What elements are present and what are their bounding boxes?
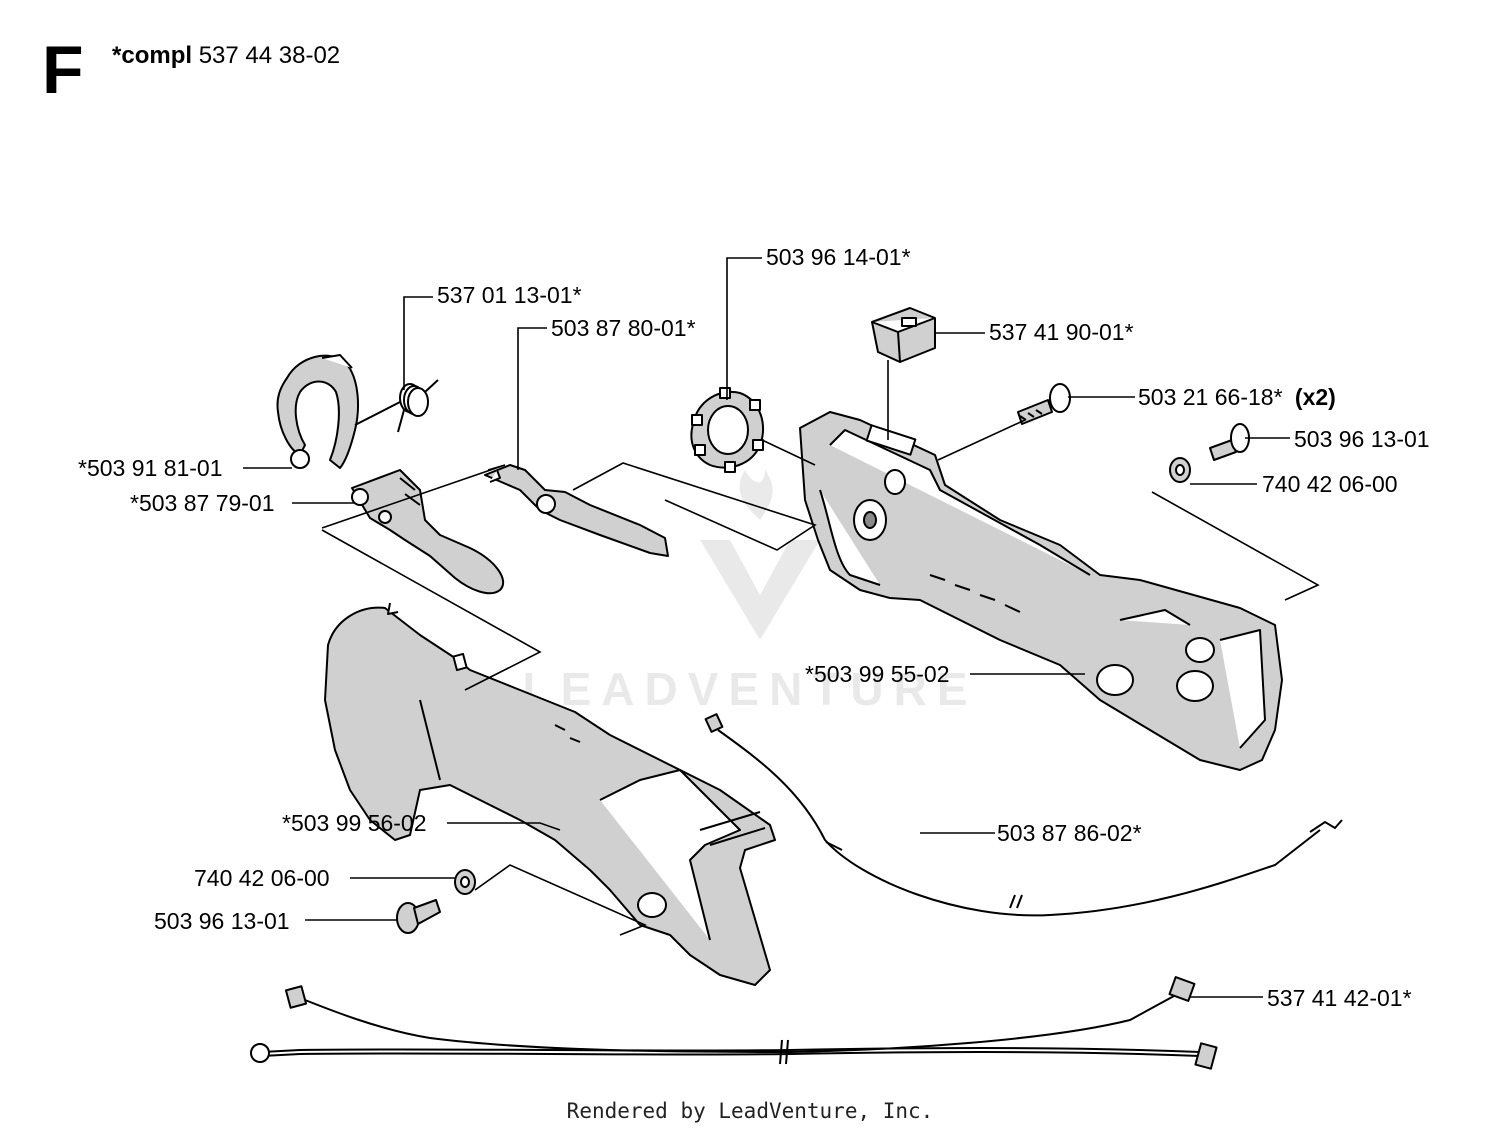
label-503-96-13-01-left[interactable]: 503 96 13-01: [154, 908, 290, 934]
assembly-part-number: 537 44 38-02: [198, 42, 341, 69]
label-503-99-55-02[interactable]: *503 99 55-02: [805, 661, 950, 687]
washer-right-part[interactable]: [1169, 457, 1191, 483]
leader-lines: [243, 257, 1320, 998]
watermark: LEADVENTURE: [522, 470, 977, 715]
ring-terminal-icon: [250, 1043, 270, 1063]
switch-part[interactable]: [871, 307, 936, 363]
label-503-87-80-01[interactable]: 503 87 80-01*: [551, 315, 696, 341]
label-503-21-66-18-group: 503 21 66-18* (x2): [1138, 384, 1336, 410]
washer-left-part[interactable]: [454, 869, 476, 895]
watermark-logo-icon: [700, 540, 820, 640]
watermark-text: LEADVENTURE: [522, 663, 977, 715]
wire-harness-part[interactable]: [250, 976, 1218, 1070]
label-qty-x2: (x2): [1295, 384, 1336, 410]
footer-credit: Rendered by LeadVenture, Inc.: [566, 1099, 934, 1123]
ring-nut-part[interactable]: [690, 387, 765, 473]
assembly-number: *compl 537 44 38-02: [112, 42, 340, 70]
bracket-hole: [290, 449, 310, 469]
label-503-96-13-01-right[interactable]: 503 96 13-01: [1294, 426, 1430, 452]
label-537-41-90-01[interactable]: 537 41 90-01*: [989, 319, 1134, 345]
bracket-part[interactable]: [276, 354, 359, 469]
handle-housing-part[interactable]: [799, 411, 1283, 771]
section-letter: F: [42, 32, 84, 108]
part-labels: 537 01 13-01* 503 87 80-01* 503 96 14-01…: [78, 244, 1430, 1011]
label-740-42-06-00-right[interactable]: 740 42 06-00: [1262, 471, 1398, 497]
label-537-41-42-01[interactable]: 537 41 42-01*: [1267, 985, 1412, 1011]
spring-part[interactable]: [354, 379, 439, 433]
throttle-trigger-part[interactable]: [351, 469, 505, 595]
lower-grip-part[interactable]: [324, 602, 776, 986]
label-537-01-13-01[interactable]: 537 01 13-01*: [437, 282, 582, 308]
throttle-cable-part[interactable]: [704, 713, 1343, 917]
label-503-96-14-01[interactable]: 503 96 14-01*: [766, 244, 911, 270]
assembly-prefix: *compl: [112, 42, 193, 69]
label-503-21-66-18[interactable]: 503 21 66-18*: [1138, 384, 1283, 410]
label-503-99-56-02[interactable]: *503 99 56-02: [282, 810, 427, 836]
screw-part[interactable]: [1017, 383, 1071, 425]
watermark-flame-icon: [739, 470, 773, 520]
screw-right-part[interactable]: [1209, 423, 1250, 461]
label-503-87-79-01[interactable]: *503 87 79-01: [130, 490, 275, 516]
label-503-87-86-02[interactable]: 503 87 86-02*: [997, 820, 1142, 846]
label-740-42-06-00-left[interactable]: 740 42 06-00: [194, 865, 330, 891]
lever-part[interactable]: [484, 464, 669, 557]
screw-left-part[interactable]: [396, 899, 441, 934]
label-503-91-81-01[interactable]: *503 91 81-01: [78, 455, 223, 481]
